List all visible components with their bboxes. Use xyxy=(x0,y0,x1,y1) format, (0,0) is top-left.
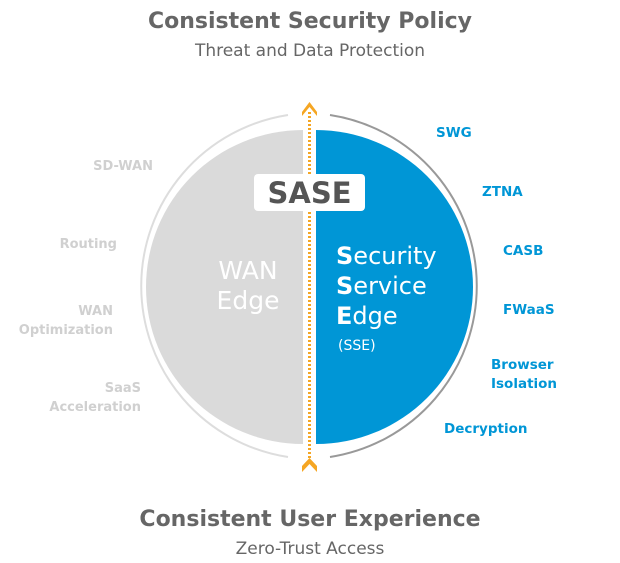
arrow-up-icon xyxy=(302,102,317,116)
wan-edge-line2: Edge xyxy=(217,286,280,315)
sse-title: Security Service Edge xyxy=(336,242,437,330)
wan-edge-line1: WAN xyxy=(218,256,277,285)
feature-sd-wan: SD-WAN xyxy=(93,159,153,174)
sase-badge xyxy=(254,174,365,211)
feature-wan-opt-2: Optimization xyxy=(19,323,113,338)
feature-casb: CASB xyxy=(503,243,543,259)
feature-wan-opt-1: WAN xyxy=(78,304,113,319)
feature-fwaas: FWaaS xyxy=(503,302,555,318)
feature-browser-1: Browser xyxy=(491,357,554,373)
right-outer-ring xyxy=(329,114,478,458)
feature-ztna: ZTNA xyxy=(482,184,523,200)
svg-text:Edge: Edge xyxy=(336,302,398,330)
feature-browser-2: Isolation xyxy=(491,376,557,392)
svg-text:Security: Security xyxy=(336,242,437,270)
bottom-title: Consistent User Experience xyxy=(139,507,480,532)
bottom-subtitle: Zero-Trust Access xyxy=(236,539,385,559)
feature-swg: SWG xyxy=(436,125,472,141)
svg-text:Service: Service xyxy=(336,272,427,300)
feature-routing: Routing xyxy=(60,237,117,252)
left-outer-ring xyxy=(140,114,289,458)
sase-label: SASE xyxy=(267,176,351,210)
sse-abbr: (SSE) xyxy=(338,338,376,354)
top-subtitle: Threat and Data Protection xyxy=(194,41,425,61)
feature-saas-2: Acceleration xyxy=(49,400,141,415)
arrow-up-bottom-icon xyxy=(302,458,317,472)
feature-saas-1: SaaS xyxy=(105,381,141,396)
feature-decryption: Decryption xyxy=(444,421,527,437)
top-title: Consistent Security Policy xyxy=(148,9,472,34)
